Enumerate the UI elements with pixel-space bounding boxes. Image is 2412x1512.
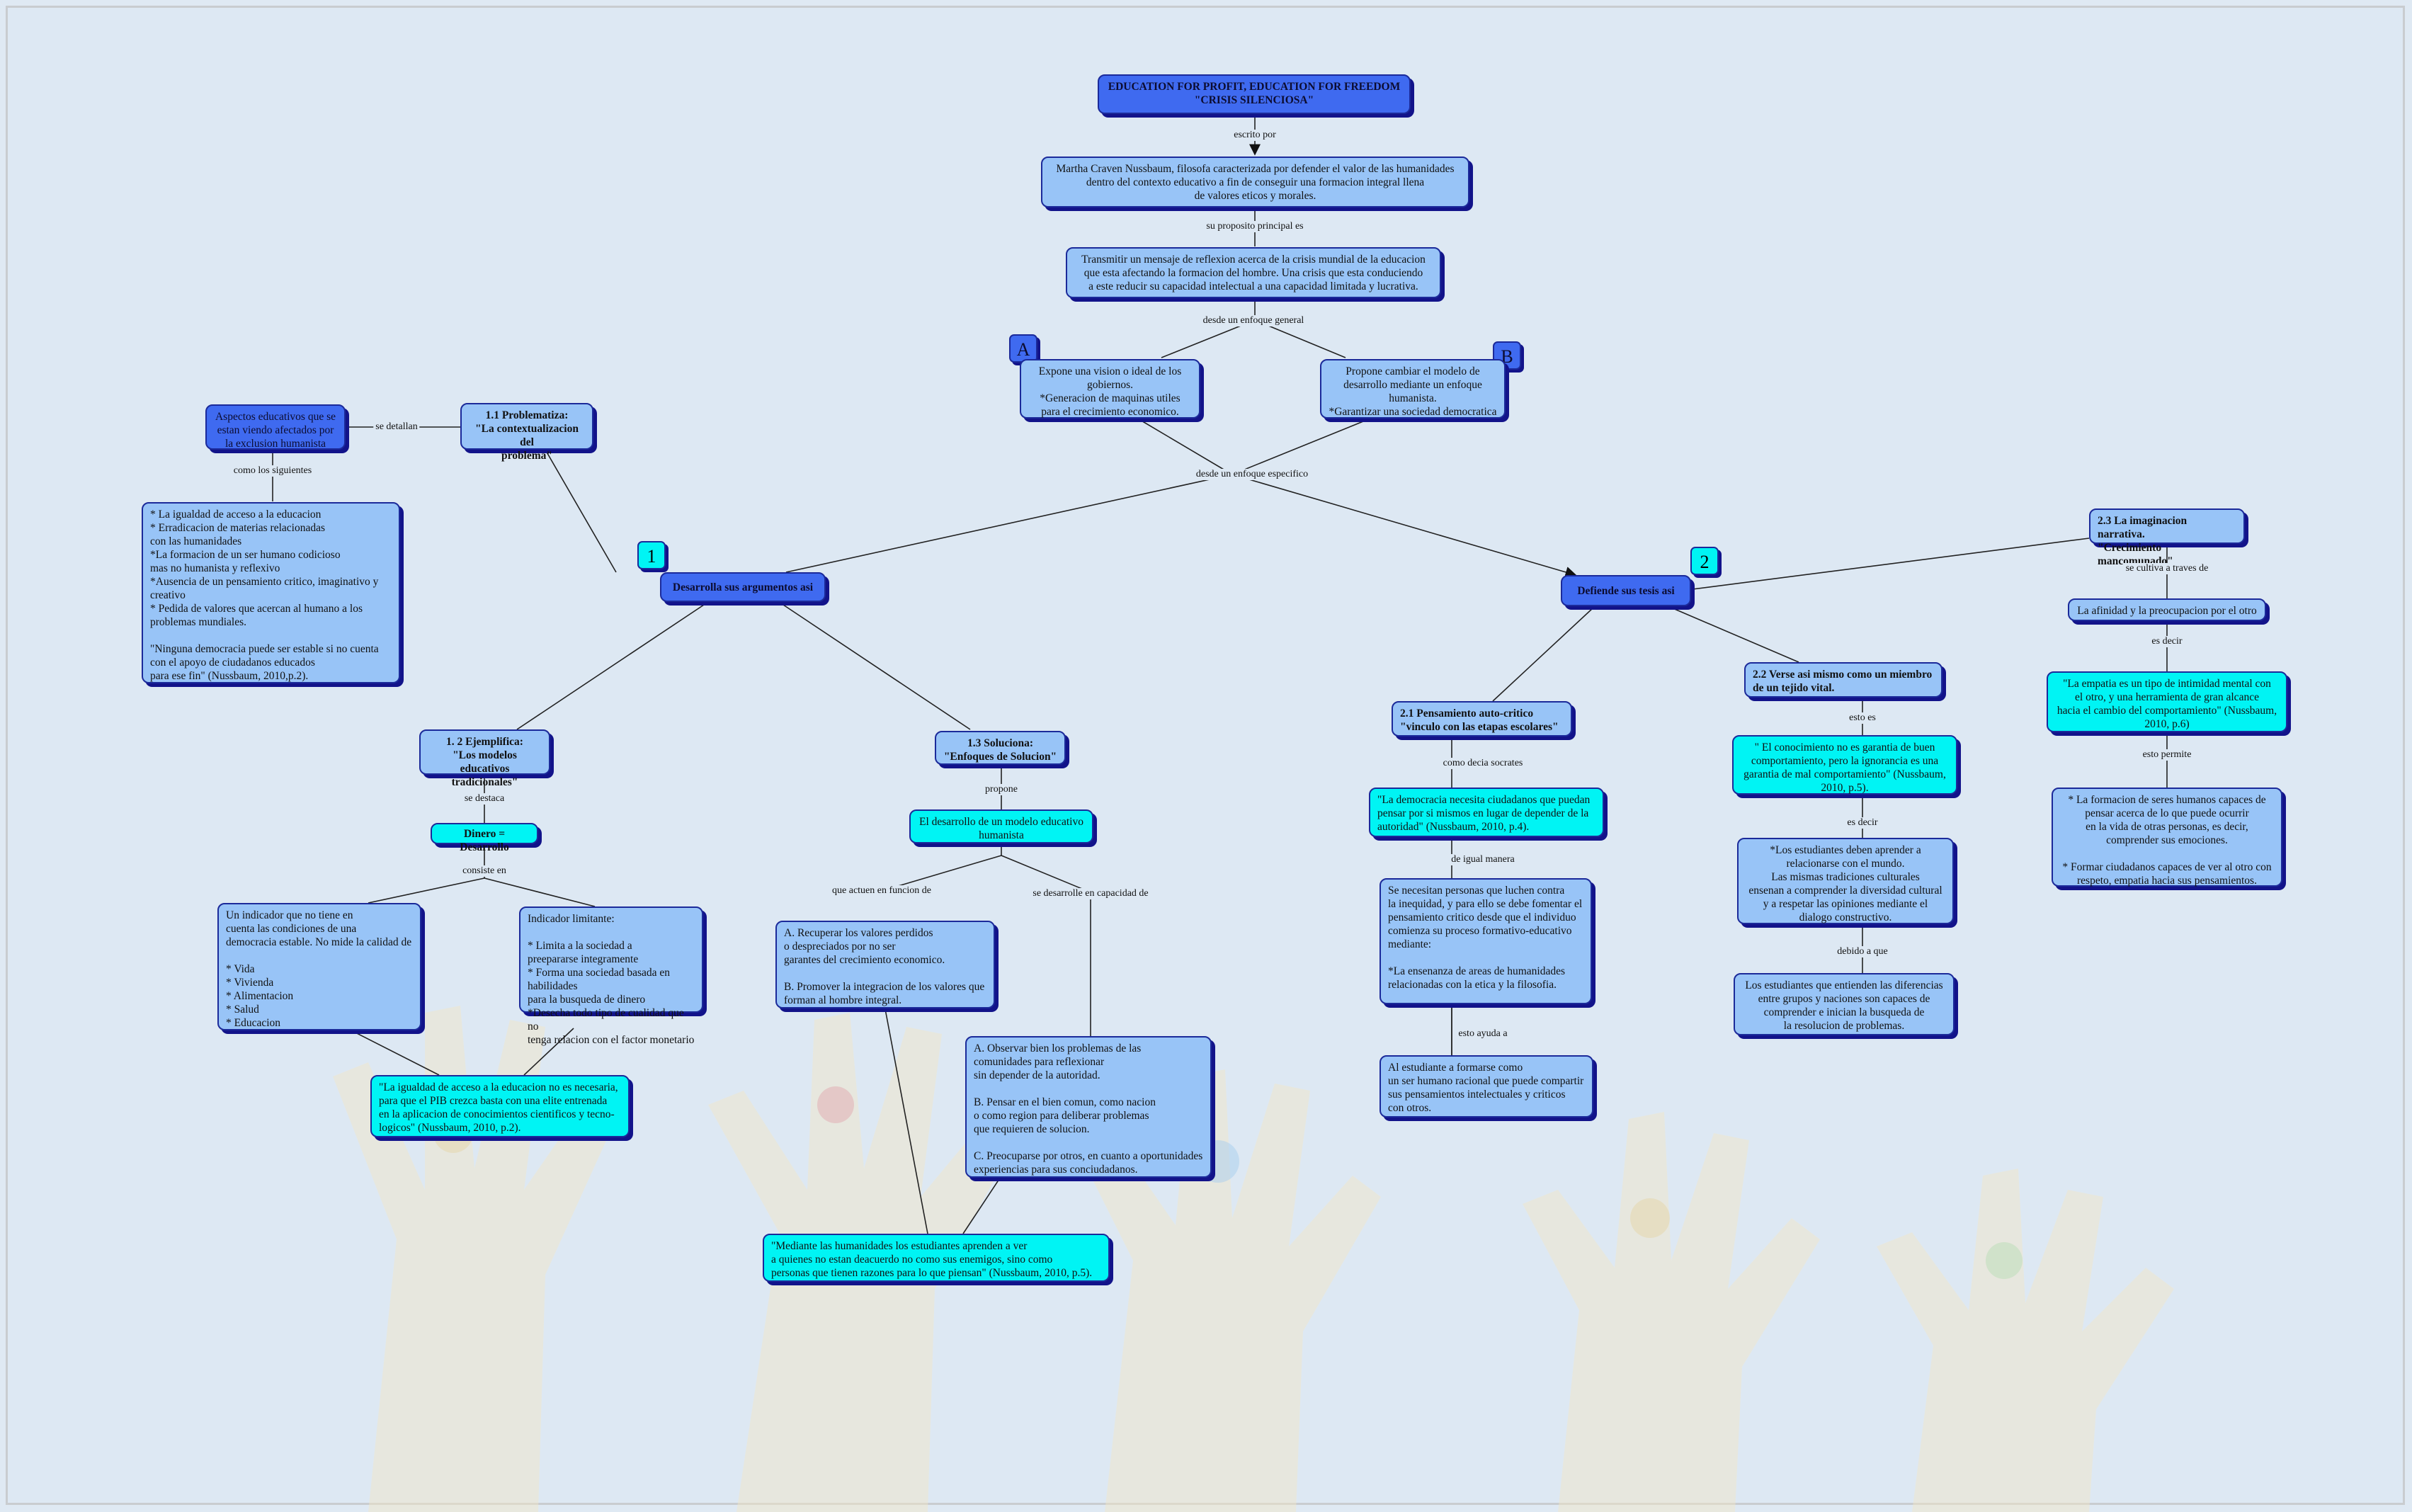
exemplifies-node[interactable]: 1. 2 Ejemplifica: "Los modelos educativo… xyxy=(419,729,550,775)
label-that-is-2: es decir xyxy=(2149,636,2184,647)
quote-empathy-node[interactable]: "La empatia es un tipo de intimidad ment… xyxy=(2047,671,2287,732)
label-as-socrates: como decia socrates xyxy=(1441,758,1525,769)
label-written-by: escrito por xyxy=(1231,130,1278,141)
student-rational-node[interactable]: Al estudiante a formarse como un ser hum… xyxy=(1379,1055,1593,1118)
badge-1: 1 xyxy=(637,541,666,569)
label-detailed: se detallan xyxy=(373,421,419,433)
people-fight-node[interactable]: Se necesitan personas que luchen contra … xyxy=(1379,878,1592,1004)
defends-node[interactable]: Defiende sus tesis asi xyxy=(1561,575,1691,606)
indicator1-node[interactable]: Un indicador que no tiene en cuenta las … xyxy=(217,903,421,1030)
self-member-node[interactable]: 2.2 Verse asi mismo como un miembro de u… xyxy=(1744,662,1942,698)
label-act-function: que actuen en funcion de xyxy=(830,885,933,897)
vision-b-node[interactable]: Propone cambiar el modelo de desarrollo … xyxy=(1320,359,1506,419)
quote-democracy-node[interactable]: "La democracia necesita ciudadanos que p… xyxy=(1369,788,1604,837)
quote-gdp-node[interactable]: "La igualdad de acceso a la educacion no… xyxy=(370,1075,630,1137)
form-citizens-node[interactable]: * La formacion de seres humanos capaces … xyxy=(2052,788,2282,887)
imagination-node[interactable]: 2.3 La imaginacion narrativa. "Crecimien… xyxy=(2089,508,2245,544)
aspects-node[interactable]: Aspectos educativos que se estan viendo … xyxy=(205,404,346,450)
label-general-approach: desde un enfoque general xyxy=(1201,315,1307,326)
label-this-is: esto es xyxy=(1847,712,1878,724)
badge-2: 2 xyxy=(1690,547,1719,575)
label-develop-capacity: se desarrolle en capacidad de xyxy=(1030,888,1150,899)
students-understand-node[interactable]: Los estudiantes que entienden las difere… xyxy=(1734,973,1955,1035)
students-relate-node[interactable]: *Los estudiantes deben aprender a relaci… xyxy=(1737,838,1954,924)
label-stands-out: se destaca xyxy=(462,793,506,805)
model-node[interactable]: El desarrollo de un modelo educativo hum… xyxy=(909,809,1093,843)
self-critical-node[interactable]: 2.1 Pensamiento auto-critico "vinculo co… xyxy=(1392,701,1572,737)
title-node[interactable]: EDUCATION FOR PROFIT, EDUCATION FOR FREE… xyxy=(1098,74,1411,114)
purpose-node[interactable]: Transmitir un mensaje de reflexion acerc… xyxy=(1066,247,1441,298)
quote-knowledge-node[interactable]: " El conocimiento no es garantia de buen… xyxy=(1732,735,1957,795)
money-node[interactable]: Dinero = Desarrollo xyxy=(431,823,538,844)
solves-node[interactable]: 1.3 Soluciona: "Enfoques de Solucion" xyxy=(935,731,1066,765)
develops-node[interactable]: Desarrolla sus argumentos asi xyxy=(660,572,826,602)
vision-a-node[interactable]: Expone una vision o ideal de los gobiern… xyxy=(1020,359,1200,419)
quote-humanities-node[interactable]: "Mediante las humanidades los estudiante… xyxy=(763,1234,1110,1282)
affinity-node[interactable]: La afinidad y la preocupacion por el otr… xyxy=(2068,598,2266,621)
author-node[interactable]: Martha Craven Nussbaum, filosofa caracte… xyxy=(1041,157,1469,208)
indicator2-node[interactable]: Indicador limitante: * Limita a la socie… xyxy=(519,906,703,1013)
observe-node[interactable]: A. Observar bien los problemas de las co… xyxy=(965,1036,1212,1178)
label-allows: esto permite xyxy=(2141,749,2194,761)
label-due-to: debido a que xyxy=(1835,946,1890,957)
badge-a: A xyxy=(1009,334,1037,363)
label-proposes: propone xyxy=(983,784,1020,795)
label-likewise: de igual manera xyxy=(1449,854,1516,865)
label-main-purpose: su proposito principal es xyxy=(1204,221,1305,232)
label-cultivated: se cultiva a traves de xyxy=(2124,563,2211,574)
label-that-is: es decir xyxy=(1845,817,1879,829)
aspects-list-node[interactable]: * La igualdad de acceso a la educacion *… xyxy=(142,502,400,683)
label-consists-in: consiste en xyxy=(460,865,508,877)
recover-node[interactable]: A. Recuperar los valores perdidos o desp… xyxy=(775,921,995,1008)
label-helps: esto ayuda a xyxy=(1456,1028,1509,1040)
label-specific-approach: desde un enfoque especifico xyxy=(1194,469,1310,480)
label-such-as: como los siguientes xyxy=(232,465,314,477)
problem-node[interactable]: 1.1 Problematiza: "La contextualizacion … xyxy=(460,403,593,450)
